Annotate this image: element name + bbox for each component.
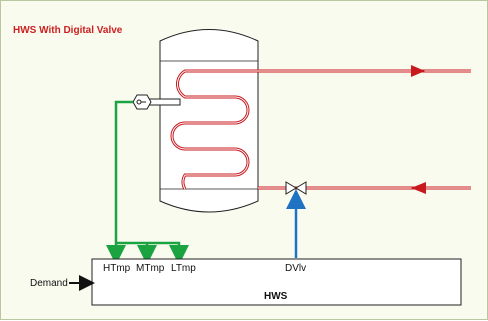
sensor-signal-lines (106, 100, 189, 265)
port-ltmp: LTmp (171, 263, 196, 274)
flow-arrow-icon (411, 182, 426, 194)
temperature-sensor-icon[interactable] (132, 94, 181, 110)
demand-label: Demand (30, 278, 68, 289)
port-htmp: HTmp (103, 263, 131, 274)
port-mtmp: MTmp (136, 263, 165, 274)
port-dvlv: DVlv (285, 263, 307, 274)
heating-coil (170, 69, 258, 190)
hws-block-name: HWS (264, 291, 288, 302)
flow-arrow-icon (411, 65, 425, 77)
digital-valve-icon[interactable] (285, 181, 307, 195)
hws-block[interactable] (91, 258, 462, 306)
diagram-title: HWS With Digital Valve (13, 25, 123, 36)
hot-outlet-pipe (258, 65, 471, 77)
storage-tank (159, 29, 259, 213)
